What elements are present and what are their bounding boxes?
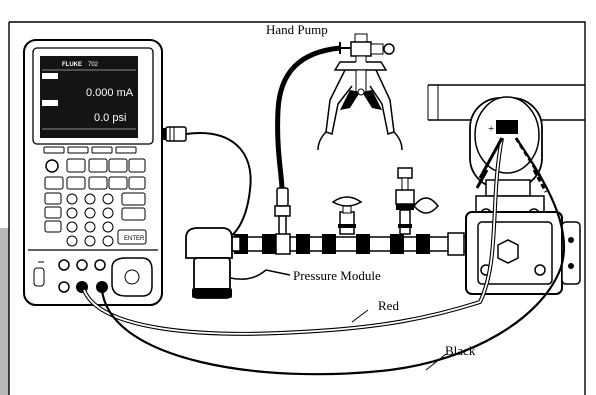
- common-jack: [96, 281, 108, 293]
- documenting-calibrator: FLUKE 702 0.000 mA 0.0 psi: [23, 39, 163, 306]
- pressure-module-label: Pressure Module: [293, 268, 381, 283]
- diagram-border: [8, 21, 586, 395]
- softkey-row: [43, 146, 137, 154]
- calibrator-display: [40, 56, 138, 138]
- function-keys: [44, 158, 146, 190]
- enter-key: [117, 229, 147, 245]
- brand-logo: FLUKE: [62, 62, 82, 68]
- isolation-valve: [331, 196, 363, 235]
- black-lead-label: Black: [445, 343, 476, 358]
- margin-bar: [0, 228, 9, 395]
- numeric-keypad: [44, 192, 147, 247]
- input-jacks: [33, 259, 108, 293]
- module-cable: [161, 126, 252, 239]
- model-number: 702: [88, 62, 99, 68]
- power-button: [45, 159, 59, 173]
- terminal-plus: +: [488, 123, 494, 135]
- enter-key-label: ENTER: [124, 236, 145, 242]
- display-reading-current: 0.000 mA: [86, 87, 134, 99]
- pump-hose: [274, 45, 341, 237]
- red-lead-label: Red: [378, 298, 399, 313]
- hand-pump-label: Hand Pump: [266, 22, 328, 37]
- test-leads: [82, 137, 565, 376]
- pressure-transmitter: +: [427, 84, 585, 295]
- black-lead: [100, 137, 565, 376]
- pressure-manifold: [227, 167, 469, 256]
- hand-pump: [317, 33, 403, 151]
- vent-valve: [395, 167, 439, 235]
- display-reading-pressure: 0.0 psi: [94, 112, 126, 124]
- pressure-module: [185, 227, 291, 299]
